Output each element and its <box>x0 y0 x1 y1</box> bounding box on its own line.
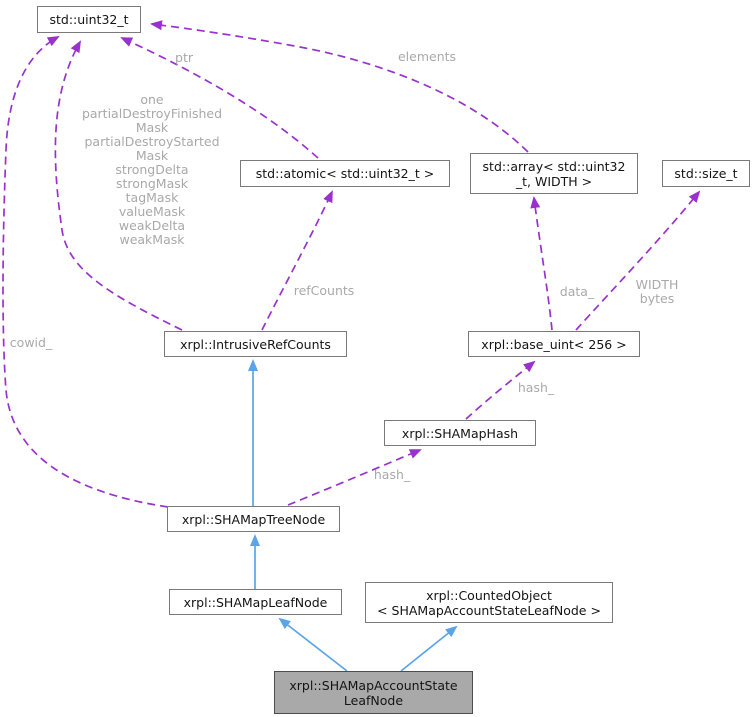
node-label: std::atomic< std::uint32_t > <box>255 166 435 181</box>
edge-data <box>530 196 553 331</box>
edge-label-hash-to-shamap-hash: hash_ <box>373 467 411 482</box>
node-label: xrpl::IntrusiveRefCounts <box>180 336 331 352</box>
edge-label-intrusive-constants: one partialDestroyFinished Mask partialD… <box>81 92 223 247</box>
node-std-atomic-uint32[interactable]: std::atomic< std::uint32_t > <box>240 160 450 187</box>
edge-hash-to-shamap-hash <box>287 449 422 506</box>
node-label: std::uint32_t <box>49 12 129 27</box>
node-label: xrpl::SHAMapLeafNode <box>183 594 328 610</box>
edge-hash-to-base-uint <box>465 360 536 420</box>
edge-inherit-accountstate-leafnode <box>278 617 348 672</box>
node-base-uint-256[interactable]: xrpl::base_uint< 256 > <box>468 331 640 357</box>
edge-width-bytes <box>575 190 701 331</box>
edge-label-elements: elements <box>397 49 457 64</box>
node-label: xrpl::SHAMapAccountState LeafNode <box>289 677 458 708</box>
node-std-array-uint32-width[interactable]: std::array< std::uint32 _t, WIDTH > <box>470 153 638 194</box>
edge-label-cowid: cowid_ <box>9 335 53 350</box>
edge-ptr <box>120 37 319 159</box>
edge-inherit-accountstate-countedobject <box>400 625 458 672</box>
edge-refcounts <box>261 190 333 331</box>
node-label: std::size_t <box>674 166 738 181</box>
edge-label-hash-to-base-uint: hash_ <box>517 380 555 395</box>
edge-label-refcounts: refCounts <box>293 283 355 298</box>
node-counted-object[interactable]: xrpl::CountedObject < SHAMapAccountState… <box>365 582 613 623</box>
edge-intrusive-constants <box>54 40 183 331</box>
node-label: std::array< std::uint32 _t, WIDTH > <box>482 158 626 189</box>
edge-cowid <box>2 36 169 508</box>
node-shamap-leaf-node[interactable]: xrpl::SHAMapLeafNode <box>169 589 342 615</box>
edge-elements <box>150 20 529 153</box>
edge-label-data: data_ <box>559 284 595 299</box>
node-shamap-account-state-leaf-node: xrpl::SHAMapAccountState LeafNode <box>274 671 473 714</box>
node-label: xrpl::SHAMapTreeNode <box>181 511 326 527</box>
node-label: xrpl::SHAMapHash <box>401 425 519 441</box>
node-label: xrpl::CountedObject < SHAMapAccountState… <box>377 587 601 618</box>
node-std-size-t[interactable]: std::size_t <box>662 160 750 187</box>
edge-label-ptr: ptr <box>175 50 193 65</box>
node-shamap-hash[interactable]: xrpl::SHAMapHash <box>384 420 536 446</box>
node-intrusive-ref-counts[interactable]: xrpl::IntrusiveRefCounts <box>164 331 347 357</box>
node-shamap-tree-node[interactable]: xrpl::SHAMapTreeNode <box>167 506 340 532</box>
node-std-uint32-t[interactable]: std::uint32_t <box>37 6 141 33</box>
node-label: xrpl::base_uint< 256 > <box>481 336 627 352</box>
edge-label-width-bytes: WIDTH bytes <box>635 277 679 306</box>
